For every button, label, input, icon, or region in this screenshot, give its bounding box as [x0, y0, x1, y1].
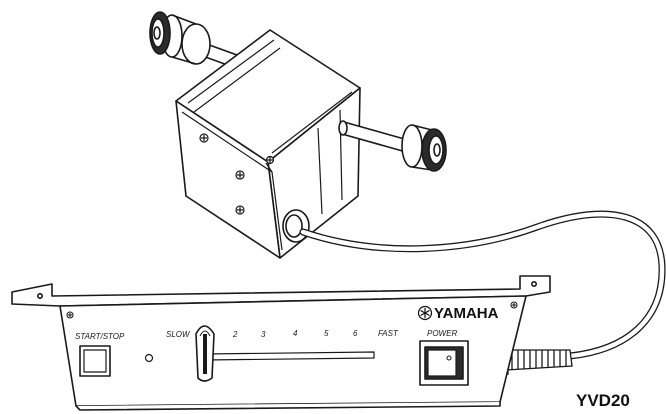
motor-unit	[149, 11, 447, 259]
panel-screws	[66, 301, 518, 319]
power-switch[interactable]	[419, 340, 469, 386]
right-pulley	[401, 124, 447, 172]
speed-label-2: 2	[232, 330, 238, 339]
brand-name: YAMAHA	[434, 305, 499, 322]
model-name: YVD20	[576, 391, 630, 410]
start-stop-label: START/STOP	[75, 332, 125, 341]
status-led	[144, 353, 154, 363]
speed-label-fast: FAST	[378, 329, 399, 338]
left-pulley	[149, 11, 211, 65]
speed-label-3: 3	[261, 330, 266, 339]
speed-label-4: 4	[293, 329, 298, 338]
mounting-plate	[11, 275, 551, 307]
speed-label-6: 6	[353, 329, 358, 338]
controller-unit	[11, 275, 551, 411]
motor-screws	[199, 133, 275, 215]
cable-gland	[282, 209, 310, 243]
speed-label-slow: SLOW	[166, 330, 191, 339]
yamaha-logo: YAMAHA	[417, 305, 499, 322]
right-shaft	[338, 120, 409, 153]
connecting-cable	[299, 210, 666, 360]
start-stop-button[interactable]	[79, 345, 111, 377]
speed-slider-knob[interactable]	[195, 325, 215, 382]
power-label: POWER	[427, 329, 457, 338]
speed-slider-track[interactable]	[204, 351, 375, 361]
speed-label-5: 5	[324, 329, 329, 338]
